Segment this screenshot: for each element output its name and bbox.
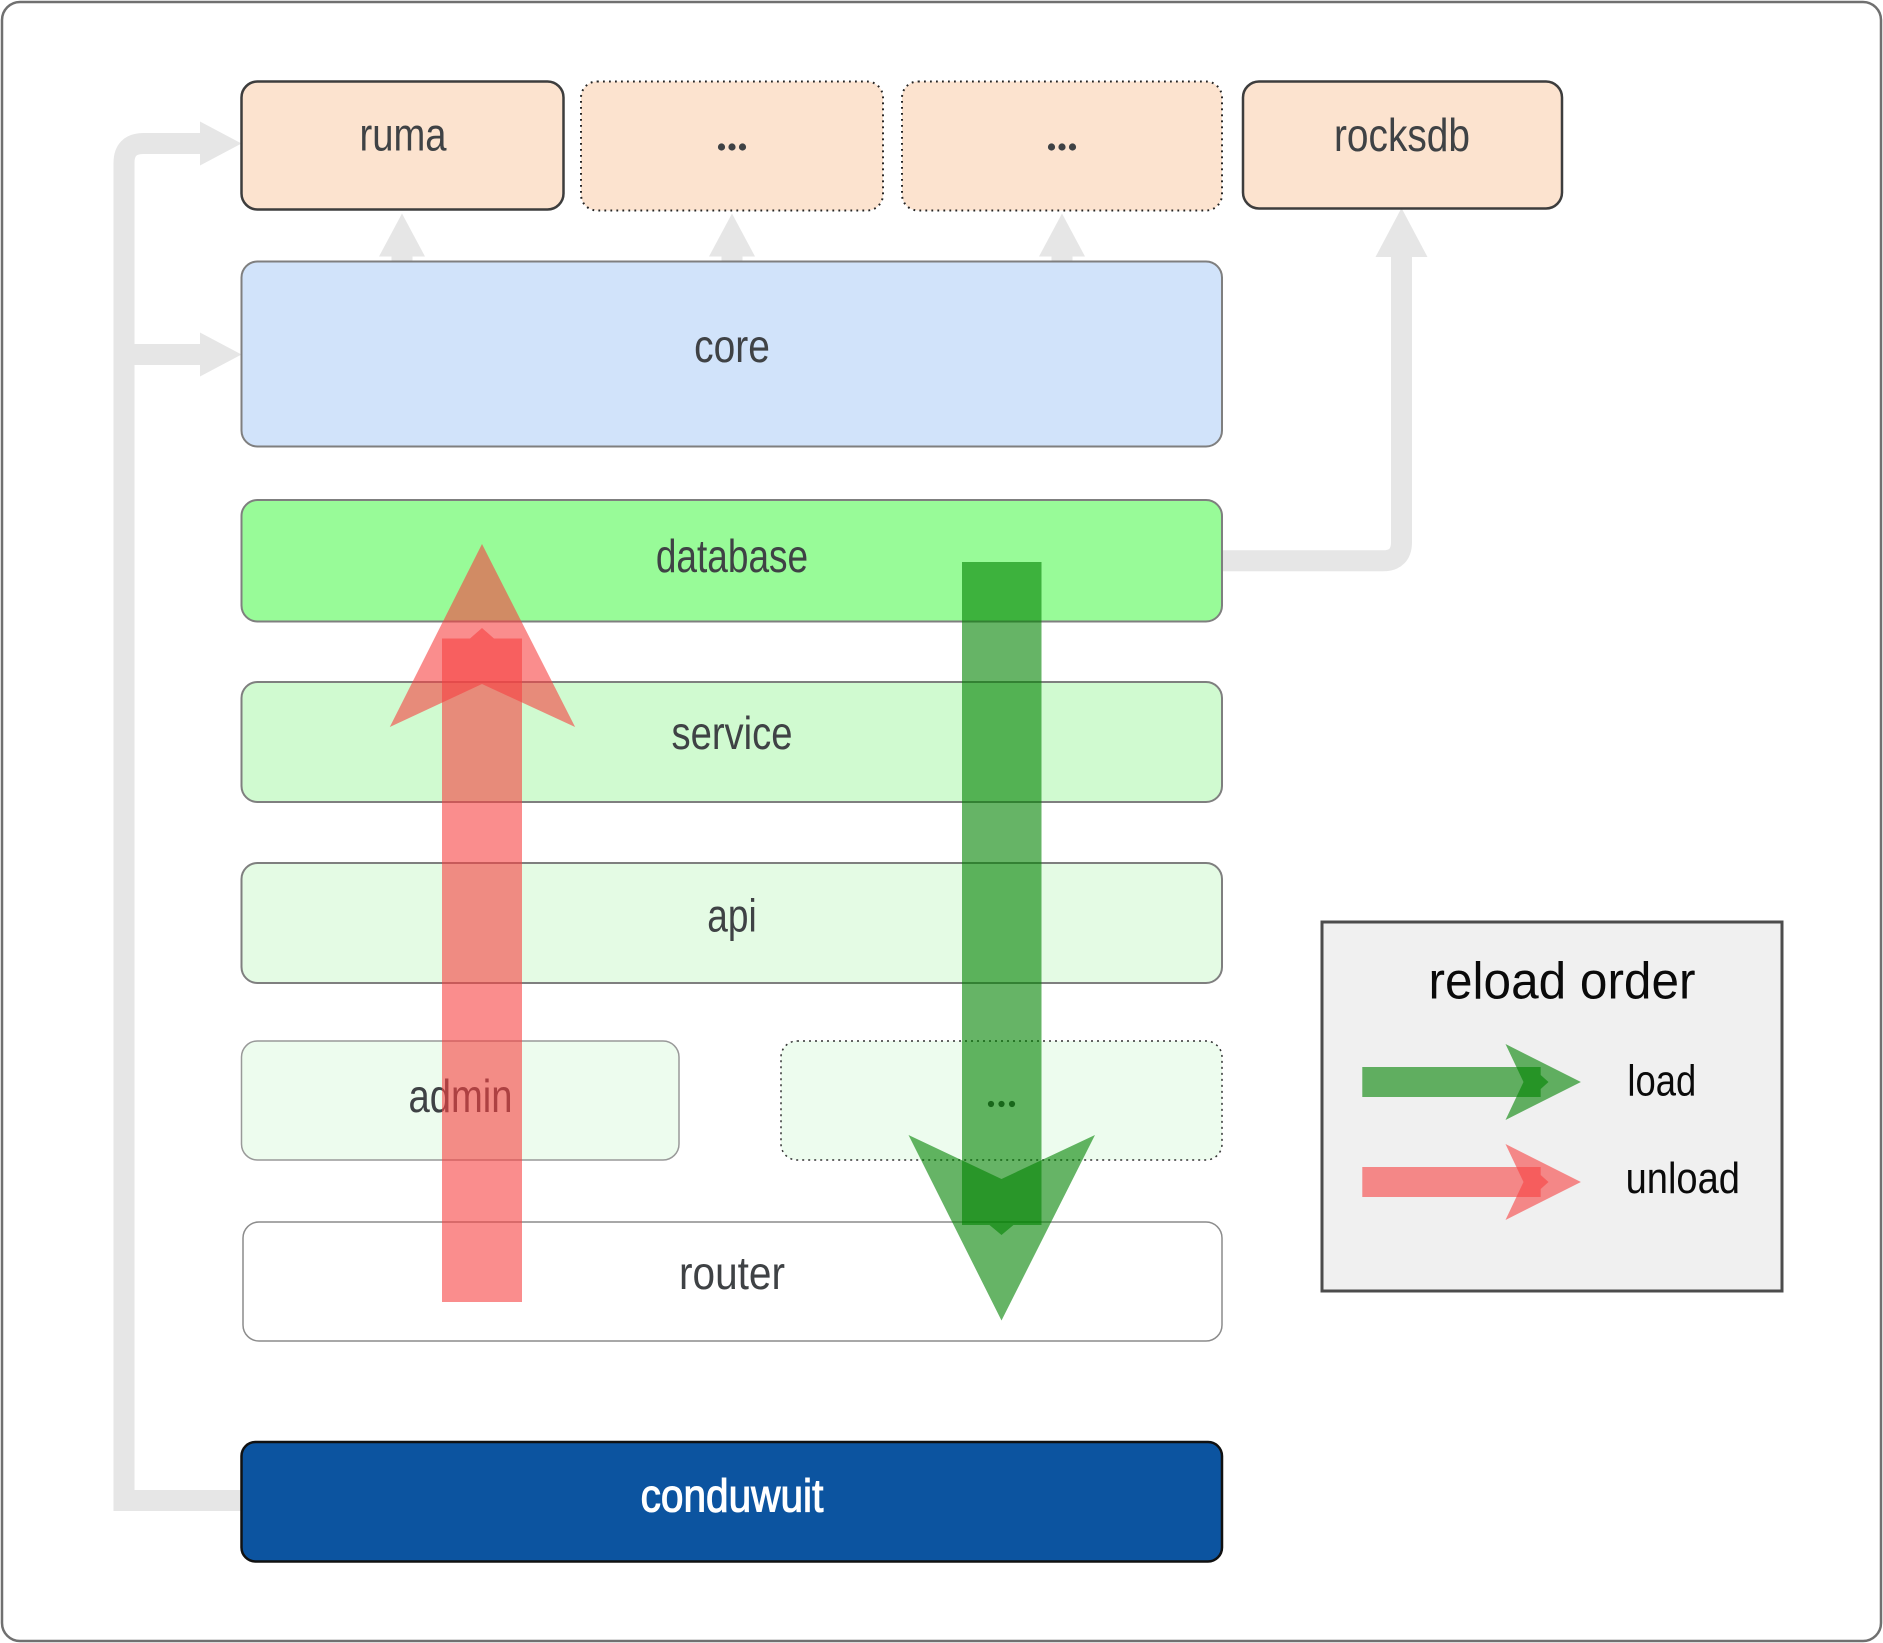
- svg-text:router: router: [679, 1247, 785, 1299]
- svg-text:rocksdb: rocksdb: [1334, 109, 1470, 161]
- svg-text:core: core: [694, 320, 770, 372]
- svg-text:service: service: [672, 707, 793, 759]
- svg-text:database: database: [656, 530, 808, 582]
- svg-text:unload: unload: [1626, 1154, 1740, 1203]
- svg-text:reload order: reload order: [1429, 953, 1696, 1011]
- svg-text:conduwuit: conduwuit: [641, 1470, 824, 1522]
- svg-text:ruma: ruma: [360, 109, 447, 161]
- svg-text:api: api: [707, 890, 756, 942]
- svg-text:load: load: [1627, 1056, 1696, 1105]
